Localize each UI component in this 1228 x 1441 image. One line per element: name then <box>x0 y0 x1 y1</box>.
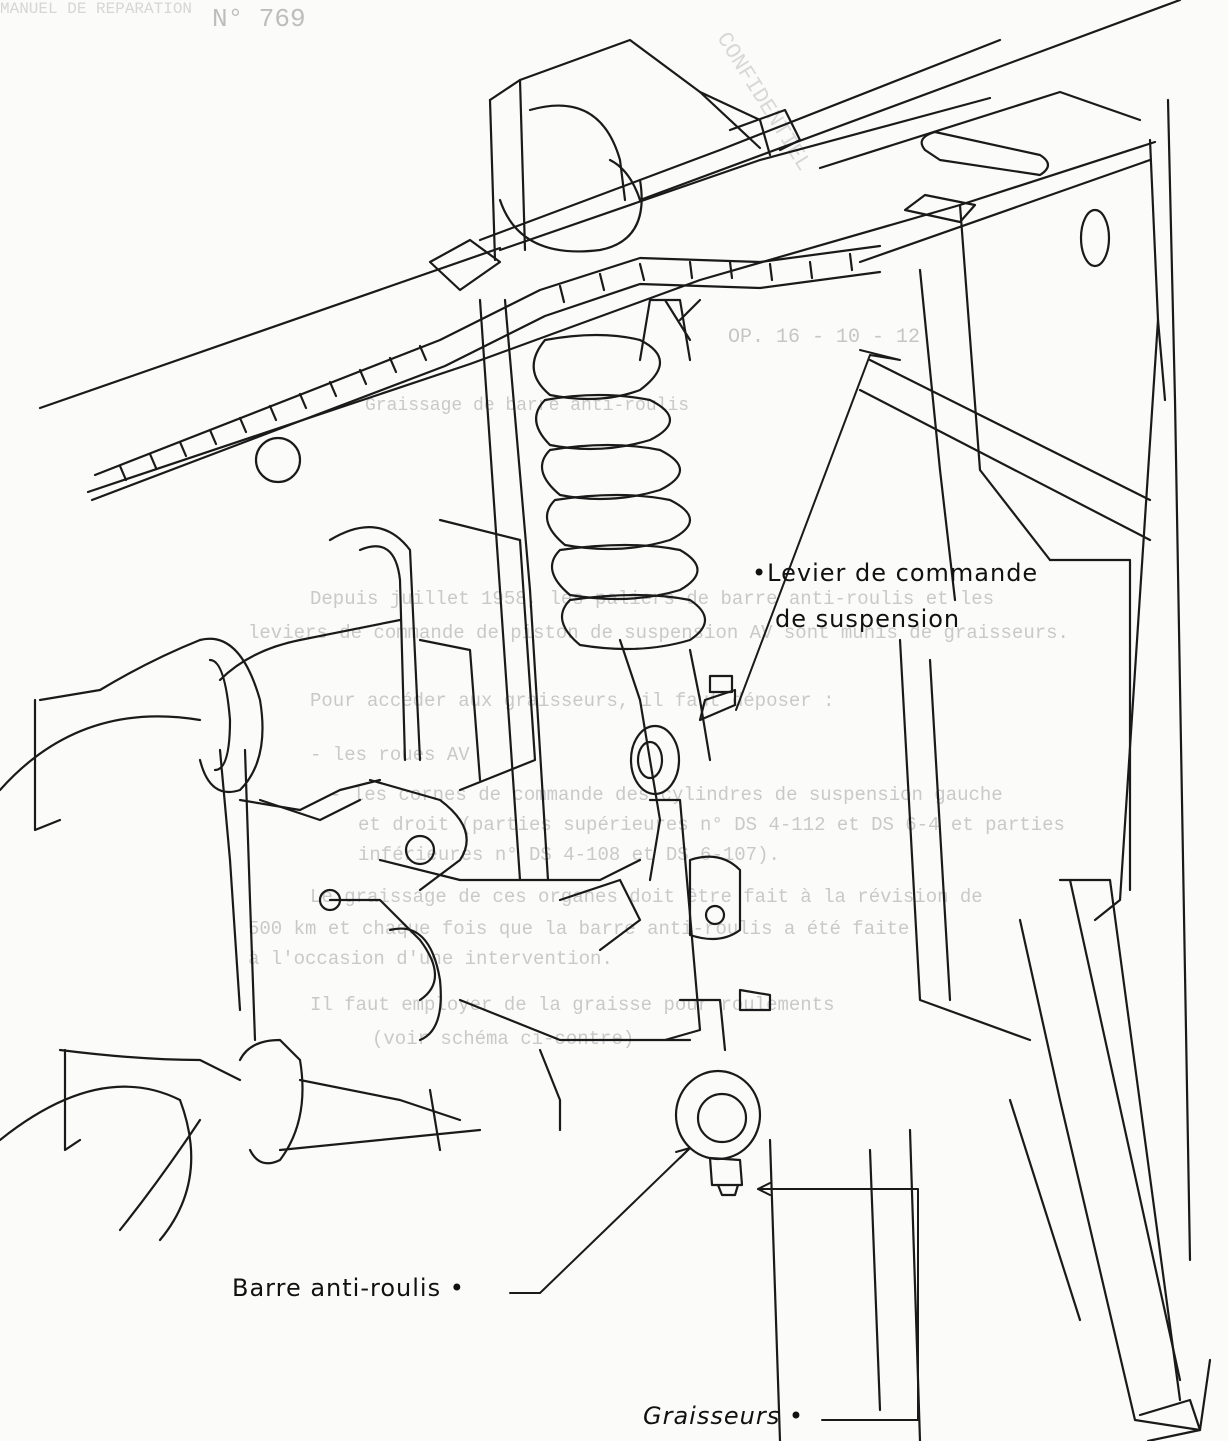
leader-lines <box>509 349 919 1421</box>
ghost-heading: Graissage de barre anti-roulis <box>365 396 690 416</box>
label-graisseurs: Graisseurs • <box>643 1402 804 1430</box>
bullet-dot: • <box>780 1402 804 1430</box>
right-frame <box>858 98 1212 1441</box>
ghost-header-number: N° 769 <box>212 4 306 34</box>
ghost-header-left: MANUEL DE REPARATION <box>0 0 193 18</box>
ghost-paragraph-line: Pour accéder aux graisseurs, il faut dép… <box>310 690 835 712</box>
bullet-dot: • <box>752 559 768 587</box>
ghost-paragraph-line: Le graissage de ces organes doit être fa… <box>310 886 983 908</box>
label-graisseurs-text: Graisseurs <box>643 1402 781 1430</box>
levier <box>618 638 772 1197</box>
ghost-paragraph-line: Depuis juillet 1958, les paliers de barr… <box>310 588 995 610</box>
frame-members <box>38 0 1182 494</box>
ghost-section-title: OP. 16 - 10 - 12 <box>728 326 921 349</box>
bottom-lines <box>768 1128 922 1441</box>
ghost-paragraph-line: - les cornes de commande des cylindres d… <box>330 784 1003 806</box>
label-levier-line1: Levier de commande <box>767 559 1039 587</box>
ghost-paragraph-line: à l'occasion d'une intervention. <box>248 948 613 970</box>
bullet-dot: • <box>441 1274 465 1302</box>
label-levier-suspension: de suspension <box>775 605 961 633</box>
ghost-paragraph-line: - les roues AV <box>310 744 470 766</box>
hose <box>90 238 882 502</box>
label-barre-anti-roulis: Barre anti-roulis • <box>232 1274 465 1302</box>
bellows <box>478 104 707 882</box>
label-barre-text: Barre anti-roulis <box>232 1274 442 1302</box>
ghost-paragraph-line: inférieures n° DS 4-108 et DS 6-107). <box>358 844 780 866</box>
label-levier-commande: •Levier de commande <box>752 559 1038 587</box>
hub-left <box>0 518 692 1242</box>
